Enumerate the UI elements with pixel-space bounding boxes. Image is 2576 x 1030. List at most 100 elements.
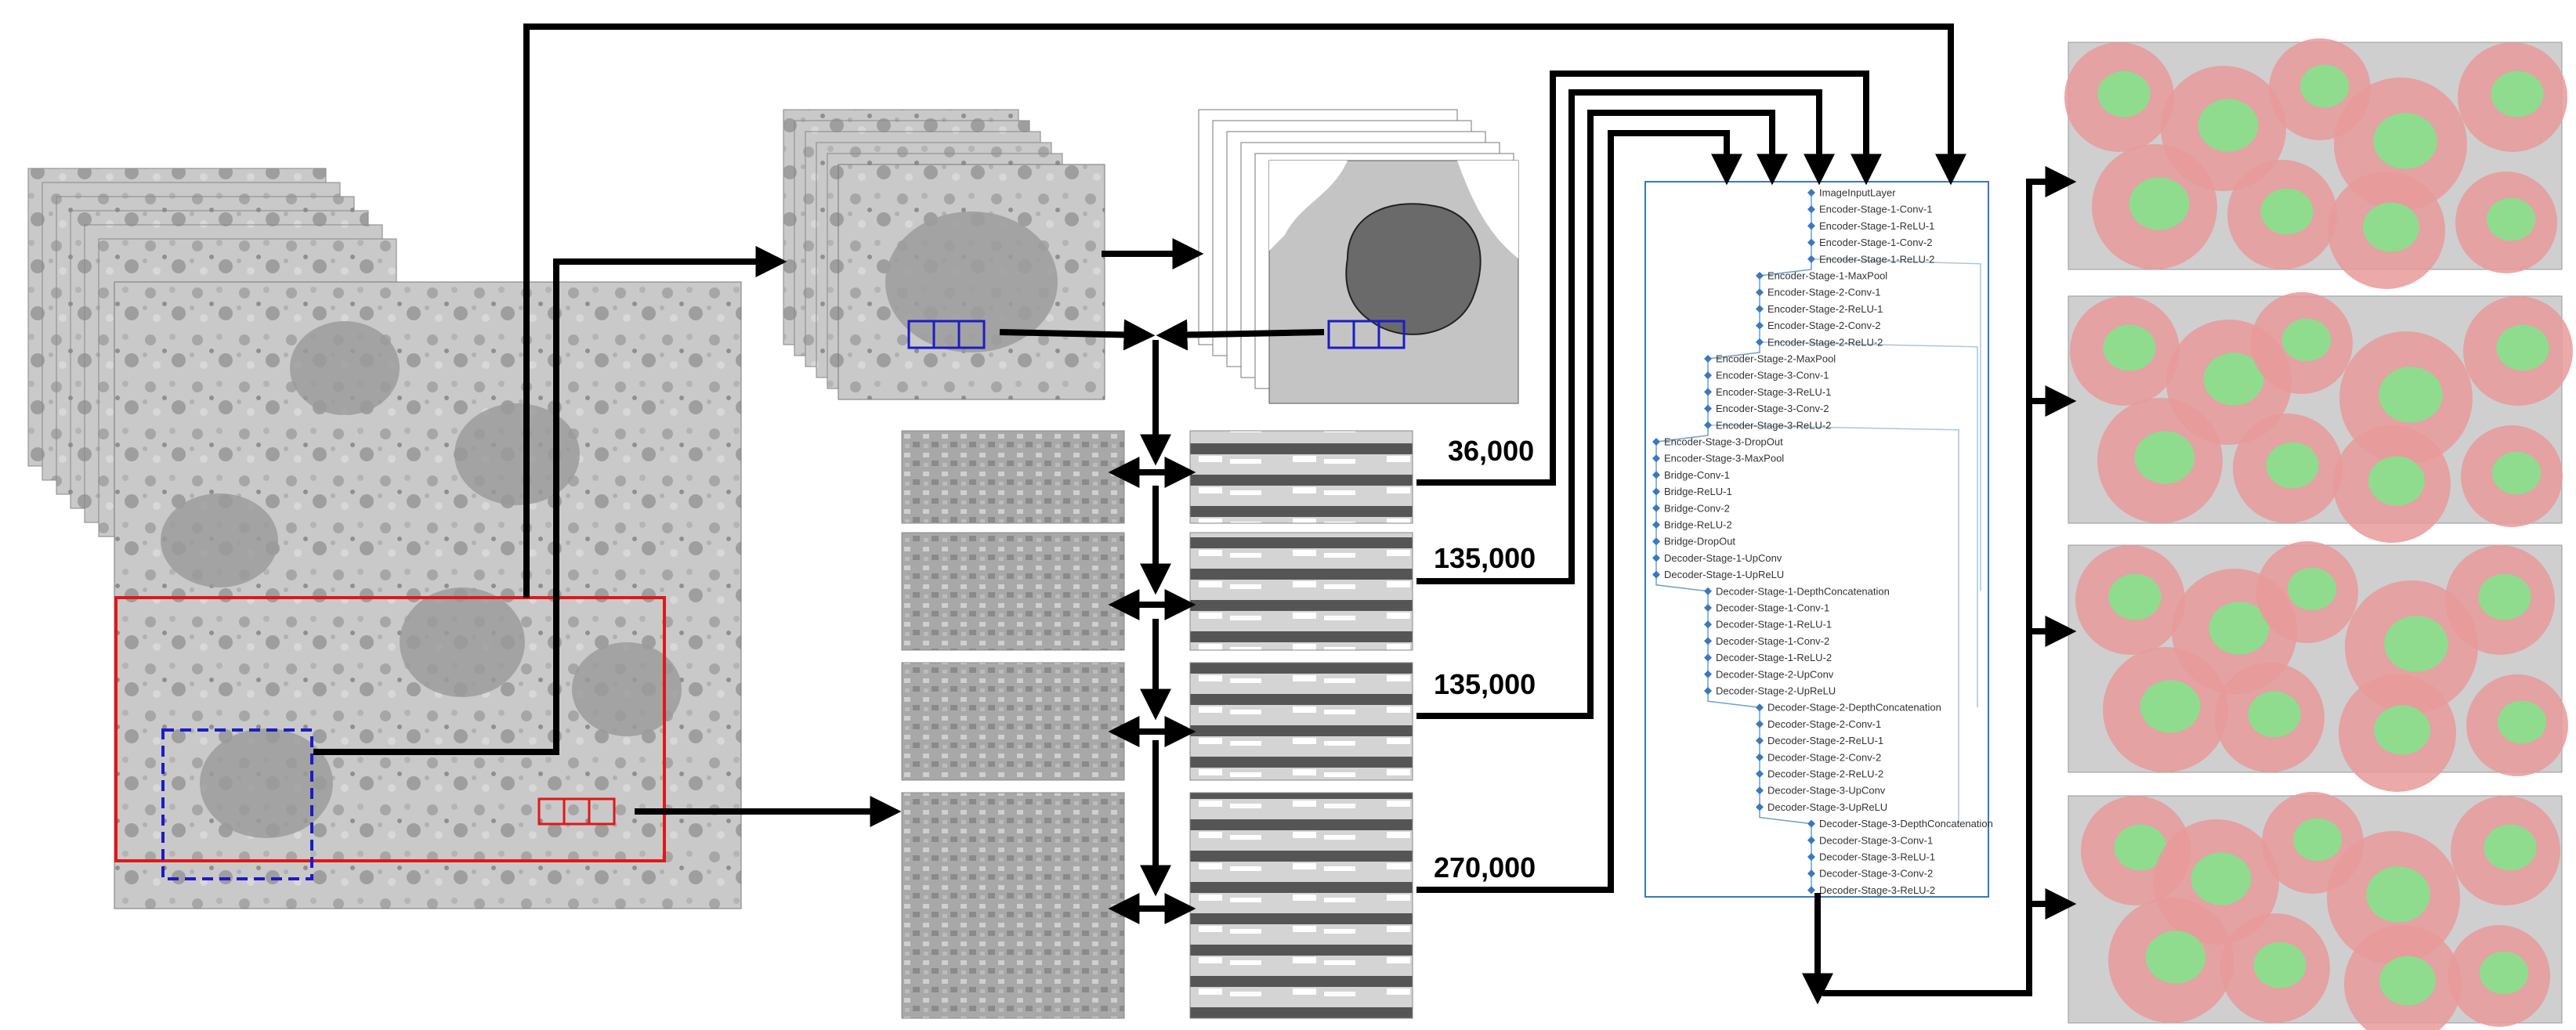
network-panel — [1644, 181, 1989, 898]
patch-row-1 — [901, 430, 1413, 524]
layer-label: Encoder-Stage-3-ReLU-2 — [1716, 419, 1831, 431]
patch-count-label: 270,000 — [1434, 851, 1536, 884]
layer-node — [1652, 438, 1660, 446]
nucleus-region — [2384, 616, 2448, 672]
blue-patch-triplet-raw — [907, 320, 986, 349]
layer-node — [1704, 355, 1712, 363]
red-patch-triplet — [537, 797, 616, 826]
layer-node — [1704, 620, 1712, 629]
layer-label: ImageInputLayer — [1819, 187, 1896, 199]
layer-node — [1807, 205, 1815, 214]
layer-label: Bridge-Conv-1 — [1664, 469, 1730, 481]
raw-patch-strip-1 — [901, 430, 1125, 524]
nucleus-region — [2260, 188, 2314, 235]
layer-label: Decoder-Stage-3-UpConv — [1767, 785, 1886, 797]
arrow — [999, 319, 1156, 351]
layer-node — [1652, 570, 1660, 579]
layer-node — [1756, 305, 1764, 313]
output-panels — [2064, 38, 2573, 1030]
arrow — [1822, 166, 2077, 996]
layer-label: Encoder-Stage-2-Conv-1 — [1767, 287, 1881, 298]
layer-label: Encoder-Stage-2-Conv-2 — [1767, 320, 1881, 331]
nucleus-region — [2491, 451, 2542, 495]
layer-label: Decoder-Stage-2-UpReLU — [1716, 685, 1836, 697]
layer-label: Encoder-Stage-3-DropOut — [1664, 436, 1783, 448]
layer-node — [1652, 554, 1660, 562]
layer-node — [1704, 587, 1712, 595]
layer-node — [1807, 222, 1815, 230]
layer-node — [1704, 653, 1712, 662]
arrow — [1416, 110, 1788, 719]
layer-label: Decoder-Stage-1-Conv-2 — [1716, 635, 1829, 647]
layer-label: Encoder-Stage-2-ReLU-2 — [1767, 336, 1883, 348]
layer-node — [1704, 404, 1712, 413]
roi-red-rectangle — [114, 596, 666, 862]
layer-label: Encoder-Stage-1-Conv-1 — [1819, 204, 1933, 215]
layer-label: Encoder-Stage-2-ReLU-1 — [1767, 303, 1883, 315]
layer-label: Bridge-DropOut — [1664, 536, 1735, 548]
arrow — [523, 23, 1966, 598]
layer-node — [1652, 521, 1660, 529]
patch-count-label: 135,000 — [1434, 542, 1536, 574]
layer-label: Encoder-Stage-3-MaxPool — [1664, 453, 1784, 464]
layer-node — [1807, 255, 1815, 263]
layer-label: Bridge-ReLU-2 — [1664, 519, 1732, 531]
nucleus-region — [2374, 705, 2430, 755]
layer-node — [1704, 687, 1712, 695]
nucleus-region — [2366, 866, 2430, 923]
nucleus-region — [2134, 431, 2195, 484]
layer-node — [1652, 471, 1660, 479]
layer-node — [1807, 189, 1815, 197]
nucleus-region — [2497, 700, 2547, 744]
nucleus-region — [2198, 99, 2259, 152]
layer-node — [1652, 454, 1660, 463]
layer-node — [1704, 604, 1712, 612]
mask-patch-strip-2 — [1189, 532, 1413, 651]
layer-label: Encoder-Stage-1-Conv-2 — [1819, 237, 1933, 248]
nucleus-region — [2108, 573, 2162, 620]
layer-label: Decoder-Stage-1-ReLU-1 — [1716, 619, 1832, 631]
arrow — [313, 246, 787, 755]
layer-node — [1652, 504, 1660, 512]
layer-label: Decoder-Stage-3-ReLU-2 — [1819, 884, 1935, 896]
nucleus-region — [2287, 567, 2337, 611]
patch-row-3 — [901, 662, 1413, 781]
nucleus-region — [2478, 573, 2531, 620]
nucleus-region — [2203, 352, 2264, 406]
layer-node — [1756, 803, 1764, 811]
nucleus-region — [2379, 956, 2436, 1006]
raw-patch-strip-3 — [901, 662, 1125, 781]
nucleus-region — [2248, 691, 2301, 738]
nucleus-region — [2379, 367, 2443, 423]
layer-label: Bridge-Conv-2 — [1664, 502, 1730, 514]
skip-connection — [1762, 342, 1978, 708]
layer-label: Decoder-Stage-2-DepthConcatenation — [1767, 702, 1941, 714]
raw-patch-strip-2 — [901, 532, 1125, 651]
skip-connection — [1710, 425, 1959, 824]
arrow — [1416, 130, 1742, 893]
mask-patch-strip-3 — [1189, 662, 1413, 781]
network-layer-list: ImageInputLayerEncoder-Stage-1-Conv-1Enc… — [1652, 187, 1993, 896]
nucleus-region — [2299, 64, 2350, 108]
layer-node — [1704, 670, 1712, 678]
patch-row-4 — [901, 792, 1413, 1019]
layer-label: Decoder-Stage-3-UpReLU — [1767, 801, 1887, 813]
mask-crop-stack — [1198, 109, 1519, 404]
layer-node — [1756, 338, 1764, 346]
layer-label: Decoder-Stage-1-UpConv — [1664, 552, 1782, 564]
arrow — [1416, 70, 1882, 486]
mask-patch-strip-4 — [1189, 792, 1413, 1019]
layer-node — [1704, 371, 1712, 380]
nucleus-region — [2209, 602, 2270, 655]
nucleus-region — [2496, 324, 2549, 371]
layer-label: Decoder-Stage-2-Conv-1 — [1767, 718, 1881, 730]
nucleus-region — [2114, 824, 2167, 871]
nucleus-region — [2103, 324, 2156, 371]
layer-node — [1807, 853, 1815, 861]
layer-label: Encoder-Stage-2-MaxPool — [1716, 353, 1836, 365]
layer-node — [1756, 720, 1764, 728]
layer-label: Decoder-Stage-2-Conv-2 — [1767, 751, 1881, 763]
arrow — [1416, 89, 1835, 584]
layer-label: Encoder-Stage-1-MaxPool — [1767, 270, 1887, 282]
